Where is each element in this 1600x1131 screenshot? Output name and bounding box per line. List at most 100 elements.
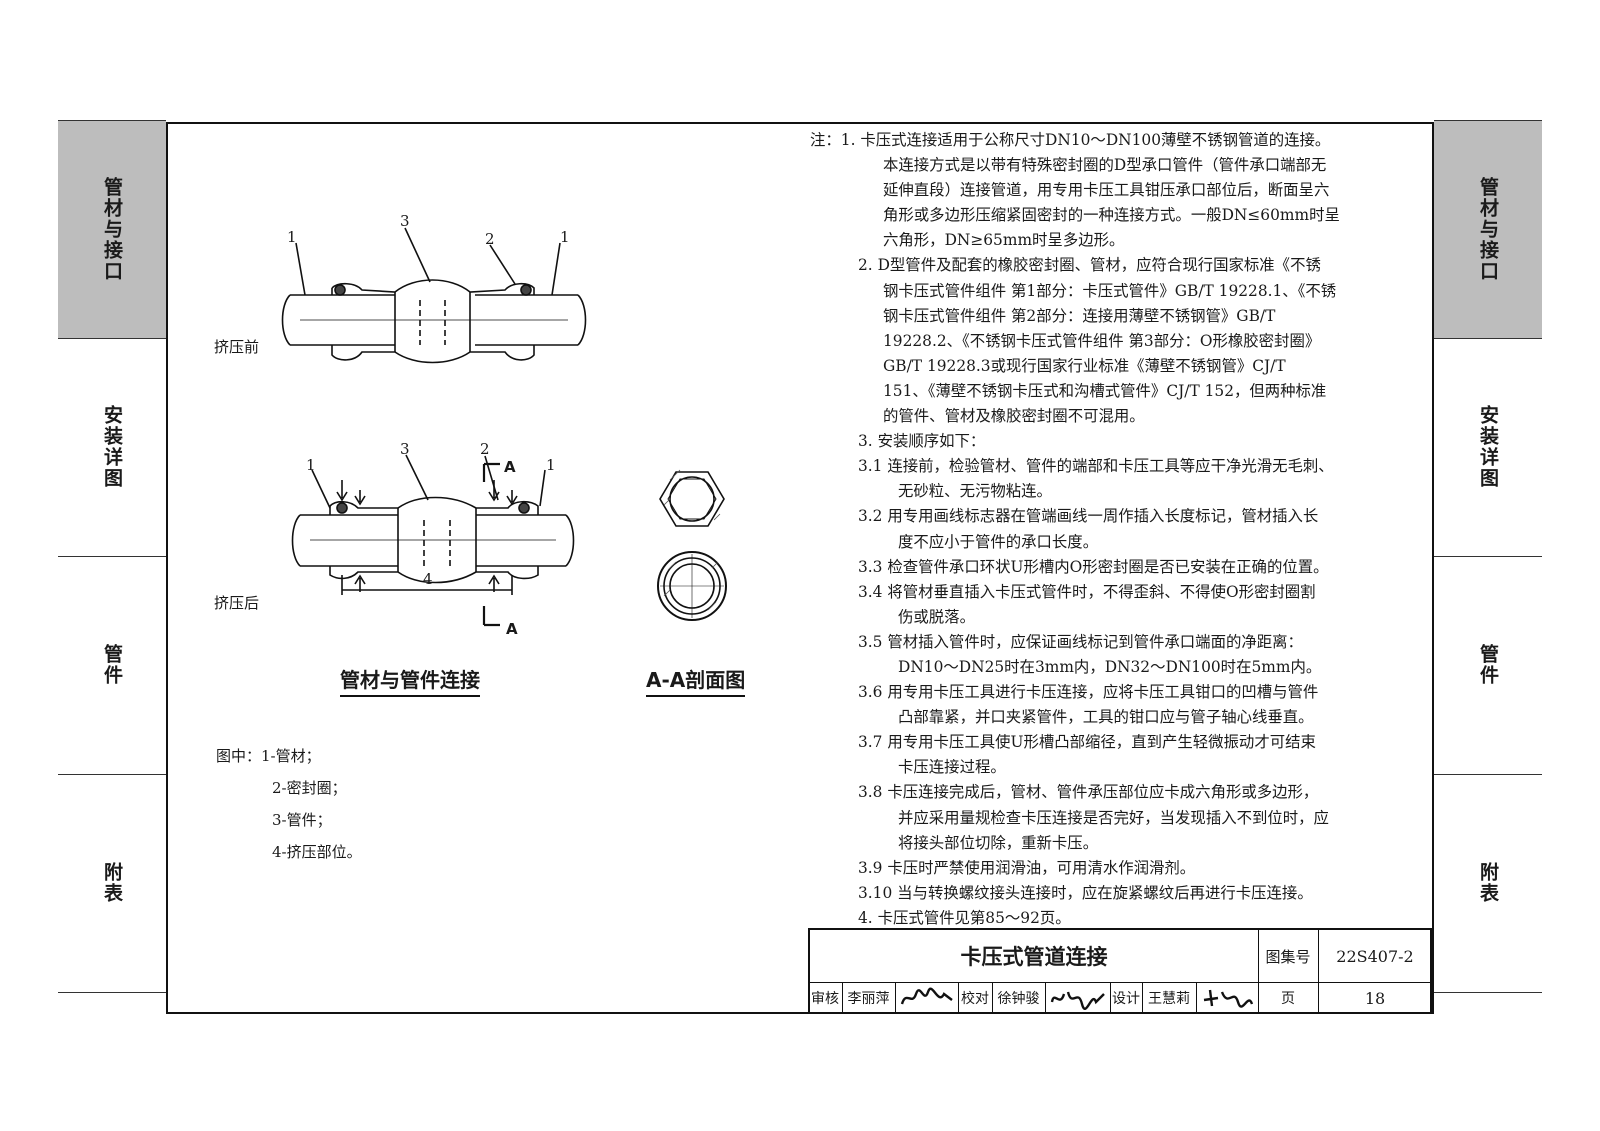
caption-section-a-a: A-A剖面图 xyxy=(646,664,746,697)
callout-4: 4 xyxy=(423,570,433,588)
callout-1: 1 xyxy=(546,456,556,474)
title-block-rule xyxy=(808,982,1432,983)
tab-divider xyxy=(1434,774,1542,775)
note-line: 并应采用量规检查卡压连接是否完好，当发现插入不到位时，应 xyxy=(898,808,1329,827)
title-block-rule xyxy=(1196,982,1197,1014)
note-line: 3.7 用专用卡压工具使U形槽凸部缩径，直到产生轻微振动才可结束 xyxy=(858,733,1316,752)
side-tab-appendix-right[interactable]: 附表 xyxy=(1434,774,1542,992)
reviewer-name: 李丽萍 xyxy=(847,991,890,1007)
side-tab-label: 附表 xyxy=(101,862,123,904)
title-block-rule xyxy=(1110,982,1111,1014)
legend-item: 3-管件； xyxy=(272,811,332,829)
note-line: 延伸直段）连接管道，用专用卡压工具钳压承口部位后，断面呈六 xyxy=(883,181,1330,200)
legend-row: 2-密封圈； xyxy=(216,772,362,804)
note-line: 伤或脱落。 xyxy=(898,607,975,626)
tab-divider xyxy=(1434,120,1542,121)
note-line: 钢卡压式管件组件 第1部分：卡压式管件》GB/T 19228.1、《不锈 xyxy=(883,281,1337,300)
callout-2: 2 xyxy=(485,230,495,248)
note-line: 4. 卡压式管件见第85～92页。 xyxy=(858,908,1071,927)
tab-divider xyxy=(1434,338,1542,339)
side-tab-pipes-joints-right[interactable]: 管材与接口 xyxy=(1434,120,1542,338)
title-block-rule xyxy=(992,982,993,1014)
note-line: 3.5 管材插入管件时，应保证画线标记到管件承口端面的净距离： xyxy=(858,632,1303,651)
note-line: 3.2 用专用画线标志器在管端画线一周作插入长度标记，管材插入长 xyxy=(858,507,1319,526)
title-block-rule xyxy=(1045,982,1046,1014)
title-block-rule xyxy=(842,982,843,1014)
legend-row: 4-挤压部位。 xyxy=(216,836,362,868)
check-label: 校对 xyxy=(961,991,989,1007)
side-tab-label: 管材与接口 xyxy=(1477,176,1499,282)
designer-name: 王慧莉 xyxy=(1148,991,1190,1007)
caption-pipe-fitting-joint: 管材与管件连接 xyxy=(340,664,480,697)
drawing-frame xyxy=(166,122,1434,1014)
note-line: 3.3 检查管件承口环状U形槽内O形密封圈是否已安装在正确的位置。 xyxy=(858,557,1329,576)
note-line: 钢卡压式管件组件 第2部分：连接用薄壁不锈钢管》GB/T xyxy=(883,306,1276,325)
note-line: 六角形，DN≥65mm时呈多边形。 xyxy=(883,231,1125,250)
note-line: DN10～DN25时在3mm内，DN32～DN100时在5mm内。 xyxy=(898,657,1322,676)
drawing-title: 卡压式管道连接 xyxy=(960,945,1108,969)
designer-signature xyxy=(1203,989,1254,1008)
side-tab-label: 附表 xyxy=(1477,862,1499,904)
note-line: GB/T 19228.3或现行国家行业标准《薄壁不锈钢管》CJ/T xyxy=(883,356,1286,375)
callout-1: 1 xyxy=(287,228,297,246)
legend-item: 2-密封圈； xyxy=(272,779,347,797)
side-tab-install-detail-right[interactable]: 安装详图 xyxy=(1434,338,1542,556)
note-line: 本连接方式是以带有特殊密封圈的D型承口管件（管件承口端部无 xyxy=(883,156,1327,175)
after-label: 挤压后 xyxy=(214,594,260,612)
note-line: 19228.2、《不锈钢卡压式管件组件 第3部分：O形橡胶密封圈》 xyxy=(883,331,1321,350)
checker-name: 徐钟骏 xyxy=(997,991,1040,1007)
note-line: 3.6 用专用卡压工具进行卡压连接，应将卡压工具钳口的凹槽与管件 xyxy=(858,683,1319,702)
legend-item: 4-挤压部位。 xyxy=(272,843,362,861)
side-tab-label: 安装详图 xyxy=(101,405,123,489)
side-tab-label: 管件 xyxy=(101,644,123,686)
note-line: 将接头部位切除，重新卡压。 xyxy=(898,833,1099,852)
side-tab-fittings-left[interactable]: 管件 xyxy=(58,556,166,774)
note-line: 3.9 卡压时严禁使用润滑油，可用清水作润滑剂。 xyxy=(858,858,1196,877)
callout-3: 3 xyxy=(400,440,410,458)
figure-legend: 图中：1-管材； 2-密封圈； 3-管件； 4-挤压部位。 xyxy=(216,740,362,868)
note-line: 151、《薄壁不锈钢卡压式和沟槽式管件》CJ/T 152，但两种标准 xyxy=(883,381,1327,400)
title-block-rule xyxy=(1142,982,1143,1014)
note-line: 3.10 当与转换螺纹接头连接时，应在旋紧螺纹后再进行卡压连接。 xyxy=(858,883,1313,902)
note-line: 凸部靠紧，并口夹紧管件，工具的钳口应与管子轴心线垂直。 xyxy=(898,708,1314,727)
note-line: 2. D型管件及配套的橡胶密封圈、管材，应符合现行国家标准《不锈 xyxy=(858,256,1321,275)
title-block-rule xyxy=(1258,928,1259,1014)
callout-2: 2 xyxy=(480,440,490,458)
side-tab-install-detail-left[interactable]: 安装详图 xyxy=(58,338,166,556)
legend-item: 1-管材； xyxy=(261,747,321,765)
atlas-number-label: 图集号 xyxy=(1265,947,1311,966)
note-line: 3. 安装顺序如下： xyxy=(858,432,986,451)
tab-divider xyxy=(58,556,166,557)
notes-block: 注：1. 卡压式连接适用于公称尺寸DN10～DN100薄壁不锈钢管道的连接。 本… xyxy=(810,128,1420,931)
tab-divider xyxy=(1434,992,1542,993)
side-tab-label: 安装详图 xyxy=(1477,405,1499,489)
note-line: 注：1. 卡压式连接适用于公称尺寸DN10～DN100薄壁不锈钢管道的连接。 xyxy=(810,131,1331,149)
atlas-number: 22S407-2 xyxy=(1336,946,1414,966)
reviewer-signature xyxy=(900,987,953,1005)
checker-signature xyxy=(1050,991,1105,1010)
note-line: 无砂粒、无污物粘连。 xyxy=(898,482,1052,501)
note-line: 3.8 卡压连接完成后，管材、管件承压部位应卡成六角形或多边形， xyxy=(858,783,1319,802)
side-tab-appendix-left[interactable]: 附表 xyxy=(58,774,166,992)
side-tab-fittings-right[interactable]: 管件 xyxy=(1434,556,1542,774)
legend-row: 图中：1-管材； xyxy=(216,740,362,772)
tab-divider xyxy=(1434,556,1542,557)
tab-divider xyxy=(58,992,166,993)
note-line: 的管件、管材及橡胶密封圈不可混用。 xyxy=(883,407,1145,426)
title-block xyxy=(808,928,1432,1014)
joint-drawing xyxy=(281,227,727,627)
section-mark-a: A xyxy=(504,458,516,476)
note-line: 卡压连接过程。 xyxy=(898,758,1006,777)
legend-row: 3-管件； xyxy=(216,804,362,836)
design-label: 设计 xyxy=(1112,991,1140,1007)
side-tab-pipes-joints-left[interactable]: 管材与接口 xyxy=(58,120,166,338)
tab-divider xyxy=(58,120,166,121)
note-line: 度不应小于管件的承口长度。 xyxy=(898,532,1099,551)
side-tab-label: 管件 xyxy=(1477,644,1499,686)
page-label: 页 xyxy=(1281,991,1295,1007)
tab-divider xyxy=(58,774,166,775)
title-block-rule xyxy=(958,982,959,1014)
legend-prefix: 图中： xyxy=(216,747,262,765)
title-block-rule xyxy=(895,982,896,1014)
review-label: 审核 xyxy=(811,991,839,1007)
